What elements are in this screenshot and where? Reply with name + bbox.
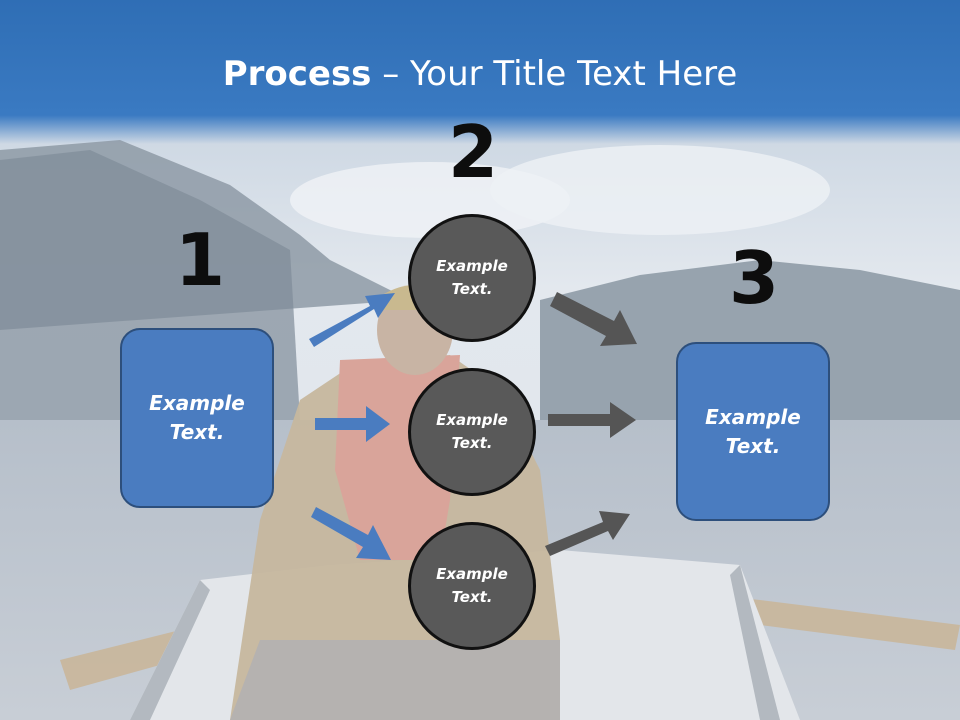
step-number-2: 2 — [447, 110, 499, 194]
circle-top-line2: Text. — [451, 280, 493, 298]
step-number-3: 3 — [728, 236, 780, 320]
circle-bottom: Example Text. — [408, 522, 536, 650]
left-text-box: Example Text. — [120, 328, 274, 508]
right-text-box: Example Text. — [676, 342, 830, 521]
title-bold: Process — [222, 54, 372, 94]
arrow-right-middle — [315, 406, 390, 442]
circle-middle-line1: Example — [436, 411, 508, 429]
circle-middle-line2: Text. — [451, 434, 493, 452]
step-number-1: 1 — [174, 218, 226, 302]
arrow-up-right — [309, 293, 395, 347]
gray-arrows — [545, 292, 637, 556]
blue-arrows — [309, 293, 395, 560]
left-box-line1: Example — [149, 391, 245, 415]
circle-top: Example Text. — [408, 214, 536, 342]
circle-bottom-line2: Text. — [451, 588, 493, 606]
right-box-line2: Text. — [725, 433, 781, 458]
arrow-gray-up-right — [545, 511, 630, 556]
slide-title: Process – Your Title Text Here — [0, 50, 960, 98]
right-box-line1: Example — [705, 404, 801, 429]
arrow-gray-down-right — [550, 292, 637, 346]
circle-top-line1: Example — [436, 257, 508, 275]
circle-middle: Example Text. — [408, 368, 536, 496]
left-box-line2: Text. — [169, 420, 225, 444]
arrow-down-right — [311, 507, 391, 560]
title-rest: – Your Title Text Here — [371, 54, 738, 94]
circle-bottom-line1: Example — [436, 565, 508, 583]
arrow-gray-right — [548, 402, 636, 438]
